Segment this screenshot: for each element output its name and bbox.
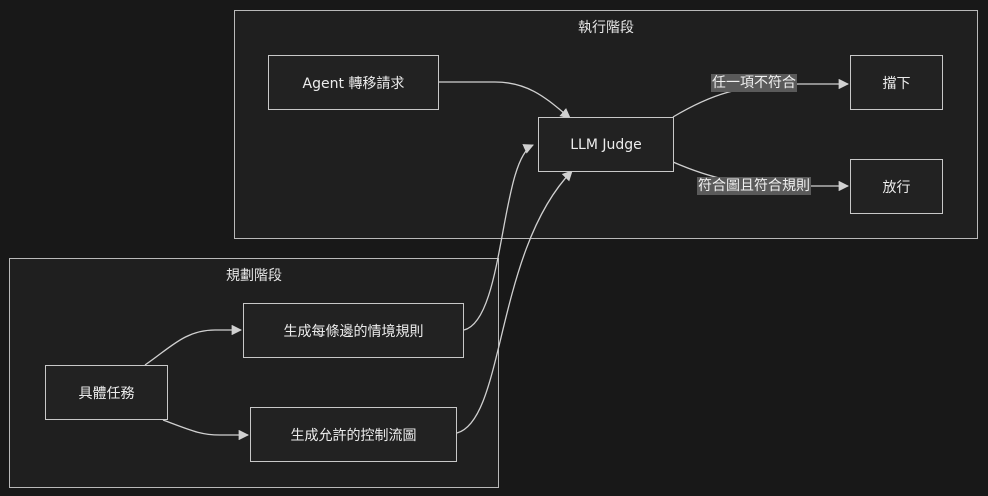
node-llm-judge: LLM Judge [538, 117, 674, 172]
node-control-flow: 生成允許的控制流圖 [250, 407, 457, 462]
node-allow: 放行 [850, 159, 943, 214]
edge-label-graph-and-rules-match: 符合圖且符合規則 [697, 177, 811, 195]
cluster-execution-title: 執行階段 [578, 20, 634, 36]
node-edge-rules: 生成每條邊的情境規則 [243, 303, 464, 358]
node-block: 擋下 [850, 55, 943, 110]
edge-label-any-mismatch: 任一項不符合 [711, 74, 797, 92]
node-agent-request: Agent 轉移請求 [268, 55, 439, 110]
cluster-planning-title: 規劃階段 [226, 268, 282, 284]
node-concrete-task: 具體任務 [45, 365, 168, 420]
